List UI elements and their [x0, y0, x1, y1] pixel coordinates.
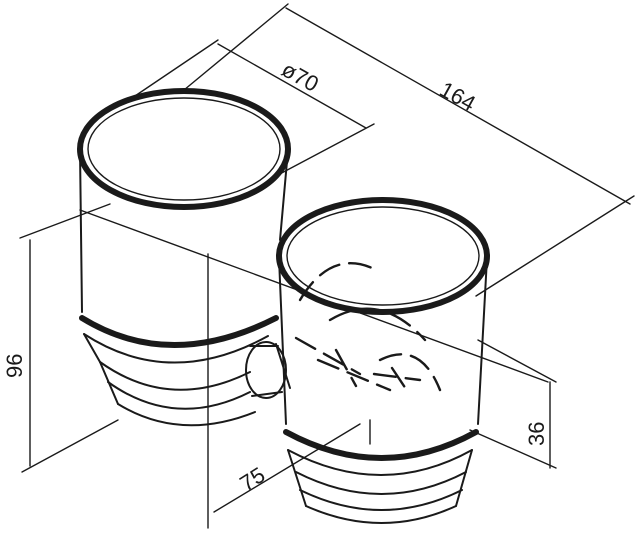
right-cup-rim-inner — [286, 206, 480, 306]
height-ext-top — [19, 203, 111, 239]
width-ext-right — [475, 195, 635, 297]
width-dim-line — [285, 7, 631, 205]
width-label: 164 — [436, 77, 480, 117]
diameter-ext-left — [131, 39, 219, 99]
diameter-dim-line — [217, 43, 367, 129]
right-cup-base-left — [287, 449, 307, 507]
connector-knob — [245, 341, 287, 399]
hidden-arc-1 — [298, 262, 374, 302]
right-cup-base-right — [455, 449, 473, 507]
offset-ext-bottom — [469, 429, 557, 469]
offset-label: 36 — [524, 422, 549, 446]
dimension-height: 96 — [2, 203, 119, 473]
offset-ext-top — [477, 339, 557, 383]
left-cup-base-1 — [99, 361, 251, 391]
right-cup-band — [283, 429, 479, 461]
right-cup-base-2 — [299, 489, 463, 511]
height-label: 96 — [2, 354, 27, 378]
hidden-line-2 — [316, 358, 392, 392]
left-cup-base-left-2 — [99, 361, 119, 405]
hidden-arc-3 — [378, 353, 442, 392]
hidden-line-5 — [390, 366, 410, 394]
back-plate — [79, 209, 549, 529]
diameter-ext-right — [275, 123, 375, 177]
left-cup-band-lower — [83, 333, 269, 364]
left-cup-rim-inner — [87, 97, 281, 201]
depth-label: 75 — [235, 462, 269, 496]
left-cup-base-left — [83, 333, 101, 363]
left-cup — [77, 88, 291, 427]
height-ext-bottom — [21, 419, 119, 473]
width-ext-left — [183, 3, 289, 91]
right-cup-rim-outer — [276, 197, 490, 315]
right-cup-band-lower — [287, 449, 473, 476]
hidden-line-3 — [334, 348, 358, 388]
left-cup-base-3 — [117, 403, 256, 427]
back-plate-diagonal — [79, 209, 549, 383]
dimension-total-width: 164 — [183, 3, 635, 297]
hidden-arc-2 — [328, 307, 427, 342]
connector-bottom — [251, 391, 283, 397]
left-cup-side-right — [279, 149, 289, 241]
diameter-label: ø70 — [278, 57, 323, 97]
depth-dim-line — [213, 423, 361, 513]
left-cup-band — [79, 315, 279, 348]
right-cup-side-right — [477, 257, 488, 425]
right-cup-side-left — [278, 257, 287, 425]
right-cup-base-1 — [295, 471, 467, 495]
right-cup-base-3 — [305, 505, 457, 524]
wall-connector — [245, 341, 291, 399]
hidden-line-1 — [294, 336, 362, 376]
left-cup-rim-outer — [77, 88, 291, 210]
dimension-offset: 36 — [469, 339, 557, 469]
left-cup-side-left — [79, 149, 83, 313]
right-cup — [276, 197, 490, 524]
left-cup-base-2 — [107, 381, 251, 410]
